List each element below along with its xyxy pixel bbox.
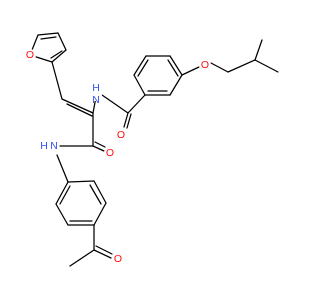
bond (50, 50, 63, 59)
bond (59, 185, 71, 205)
bond (51, 61, 63, 100)
bond (95, 245, 113, 255)
bond (181, 66, 200, 76)
bond (210, 62, 229, 73)
bond (92, 145, 105, 152)
molecule-diagram: O O N H O O H N O (24, 32, 279, 267)
bond (51, 49, 67, 63)
atom-label-oxygen: O (26, 49, 34, 61)
bond (101, 94, 129, 114)
bond (55, 203, 69, 226)
bond (94, 141, 106, 148)
bond (61, 98, 94, 114)
bond (89, 184, 102, 205)
bond (37, 32, 59, 36)
atom-label-nitrogen: N (50, 140, 58, 152)
structure-canvas: O O N H O O H N O (24, 32, 279, 267)
bond (169, 74, 183, 96)
bond (126, 113, 132, 129)
atom-label-layer: O O N H O O H N O (24, 49, 211, 265)
bond (67, 180, 95, 183)
bond (127, 94, 146, 114)
bond (167, 59, 179, 77)
bond (40, 36, 57, 40)
bond (169, 55, 183, 76)
bond (133, 74, 146, 96)
bond (227, 59, 256, 73)
bond-layer (29, 32, 279, 267)
bond (93, 202, 107, 226)
atom-label-oxygen: O (114, 253, 122, 265)
bond (133, 55, 147, 76)
bond (93, 249, 112, 259)
bond (69, 249, 95, 267)
atom-label-oxygen: O (117, 129, 125, 141)
bond (55, 181, 69, 205)
bond (254, 59, 279, 73)
atom-label-oxygen: O (201, 59, 209, 71)
bond (123, 112, 129, 128)
bond (137, 59, 149, 77)
bond (254, 39, 263, 61)
bond (93, 180, 107, 204)
bond (56, 154, 69, 183)
bond (57, 32, 67, 51)
atom-label-hydrogen: H (40, 140, 48, 152)
atom-label-oxygen: O (106, 147, 114, 159)
atom-label-nitrogen: N (92, 94, 100, 106)
bond (66, 103, 93, 117)
atom-label-hydrogen: H (92, 82, 100, 94)
